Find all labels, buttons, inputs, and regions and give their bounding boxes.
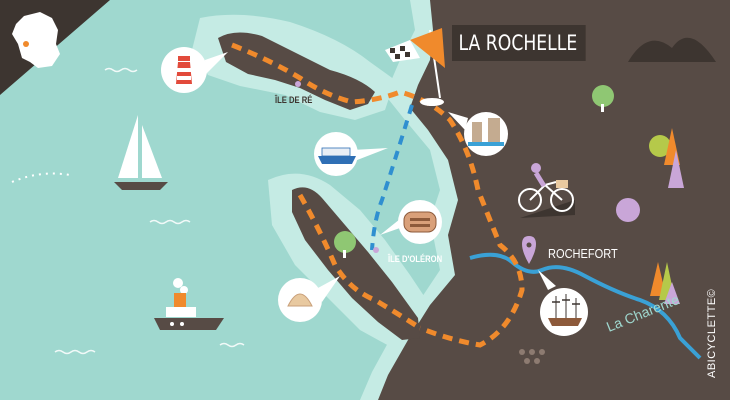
ship-icon [538, 270, 588, 336]
sailboat-icon [114, 115, 168, 190]
wind-trail [11, 172, 71, 183]
oyster-shell-icon [278, 276, 340, 322]
credit-label: ABICYCLETTE© [706, 288, 718, 378]
location-pin-icon [522, 236, 536, 264]
re-dot [295, 81, 301, 87]
ile-d-oleron-label: ÎLE D'OLÉRON [388, 254, 443, 264]
ferry-icon [314, 132, 388, 176]
ile-de-re [218, 32, 375, 110]
cyclist-icon [518, 163, 575, 218]
hills-icon [628, 37, 716, 62]
flag-icon [385, 28, 445, 106]
ile-d-oleron [292, 187, 420, 340]
steamboat-icon [154, 278, 224, 330]
map-title: LA ROCHELLE [452, 25, 586, 61]
decorative-dots [519, 349, 545, 364]
la-charente-river [469, 252, 702, 360]
bike-route-main [231, 42, 525, 348]
towers-icon [448, 112, 508, 156]
france-map-icon [12, 12, 60, 68]
fort-boyard-icon [380, 200, 442, 244]
ile-de-re-label: ÎLE DE RÉ [275, 95, 313, 105]
rochefort-label: ROCHEFORT [548, 246, 618, 261]
wave-decorations [54, 67, 245, 355]
ferry-route [370, 104, 414, 251]
lighthouse-icon [161, 47, 228, 93]
bike-route-oleron [297, 193, 422, 331]
tree-icon [334, 85, 684, 304]
oleron-dot [373, 247, 379, 253]
